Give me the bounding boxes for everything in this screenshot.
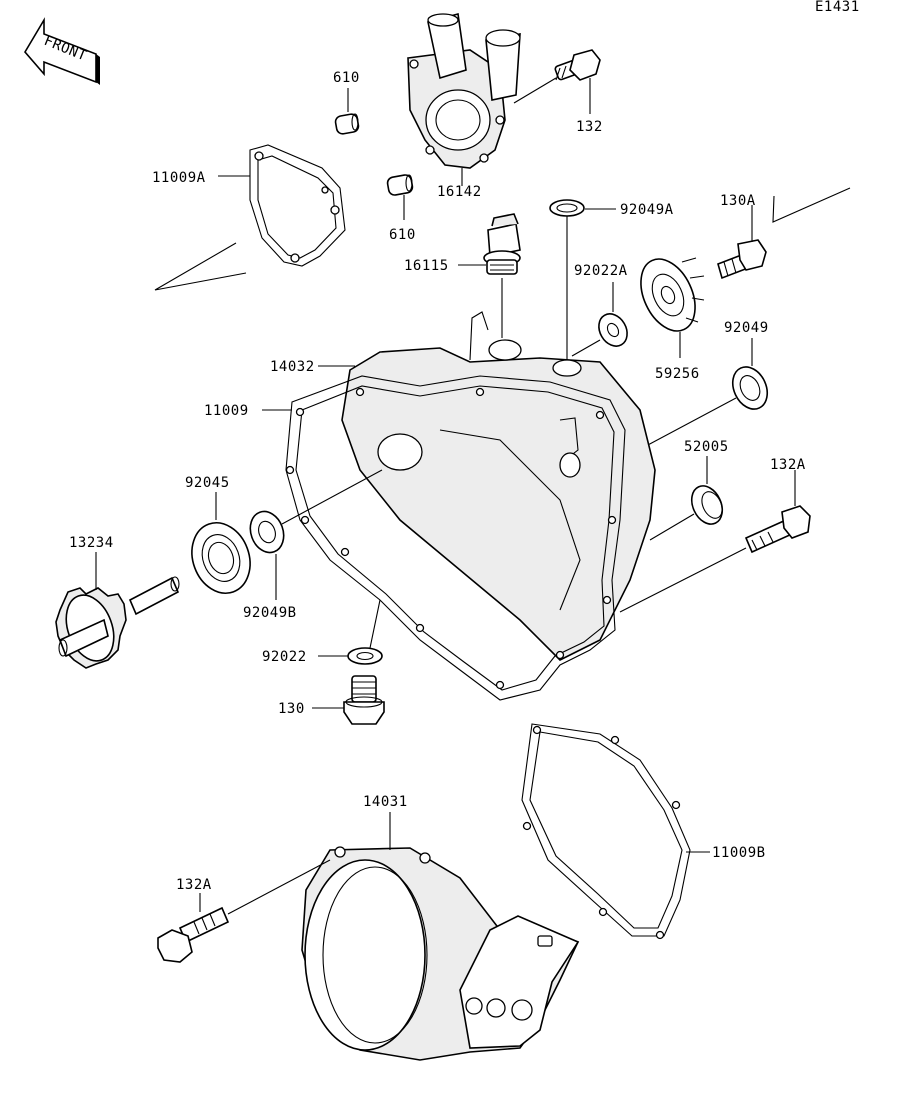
label-92022: 92022 xyxy=(262,649,307,665)
label-52005: 52005 xyxy=(684,439,729,455)
washer-92022A xyxy=(598,313,628,347)
oil-filler-cap-16115 xyxy=(483,213,521,275)
label-14032: 14032 xyxy=(270,359,315,375)
diagram-code: E1431 xyxy=(815,0,860,15)
direction-arrow-right-icon xyxy=(772,187,851,223)
generator-cover-14031 xyxy=(301,846,580,1061)
gasket-11009A xyxy=(249,144,346,267)
washer-92022 xyxy=(347,647,383,665)
bolt-130A xyxy=(717,239,767,280)
label-16142: 16142 xyxy=(437,184,482,200)
dowel-pin-610-top xyxy=(334,113,360,135)
bolt-132A-right xyxy=(744,505,811,554)
label-11009: 11009 xyxy=(204,403,249,419)
label-11009B: 11009B xyxy=(712,845,766,861)
oil-seal-92049A xyxy=(549,199,585,217)
label-130A: 130A xyxy=(720,193,756,209)
label-130: 130 xyxy=(278,701,305,717)
shaft-gear-13234 xyxy=(55,576,180,669)
direction-arrow-left-icon xyxy=(154,242,247,291)
label-92022A: 92022A xyxy=(574,263,628,279)
label-132: 132 xyxy=(576,119,603,135)
label-11009A: 11009A xyxy=(152,170,206,186)
label-92045: 92045 xyxy=(185,475,230,491)
label-59256: 59256 xyxy=(655,366,700,382)
clutch-cover-14032 xyxy=(341,311,656,661)
gasket-11009B xyxy=(521,723,691,940)
oil-seal-92049 xyxy=(731,366,769,410)
front-arrow-icon: FRONT xyxy=(24,17,100,85)
impeller-59256 xyxy=(640,257,705,332)
bearing-92045 xyxy=(191,522,251,594)
label-13234: 13234 xyxy=(69,535,114,551)
dowel-pin-610-bottom xyxy=(386,174,414,196)
label-92049A: 92049A xyxy=(620,202,674,218)
label-132A-bottom: 132A xyxy=(176,877,212,893)
label-14031: 14031 xyxy=(363,794,408,810)
label-92049: 92049 xyxy=(724,320,769,336)
label-610-bottom: 610 xyxy=(389,227,416,243)
label-610-top: 610 xyxy=(333,70,360,86)
label-132A-right: 132A xyxy=(770,457,806,473)
gasket-11009 xyxy=(285,375,626,701)
bolt-132A-bottom xyxy=(157,906,230,963)
oil-seal-92049B xyxy=(249,510,285,554)
label-16115: 16115 xyxy=(404,258,449,274)
label-92049B: 92049B xyxy=(243,605,297,621)
water-pump-cover-16142 xyxy=(407,12,521,169)
bolt-130 xyxy=(343,675,385,725)
bushing-52005 xyxy=(690,485,724,525)
bolt-132 xyxy=(554,49,601,81)
